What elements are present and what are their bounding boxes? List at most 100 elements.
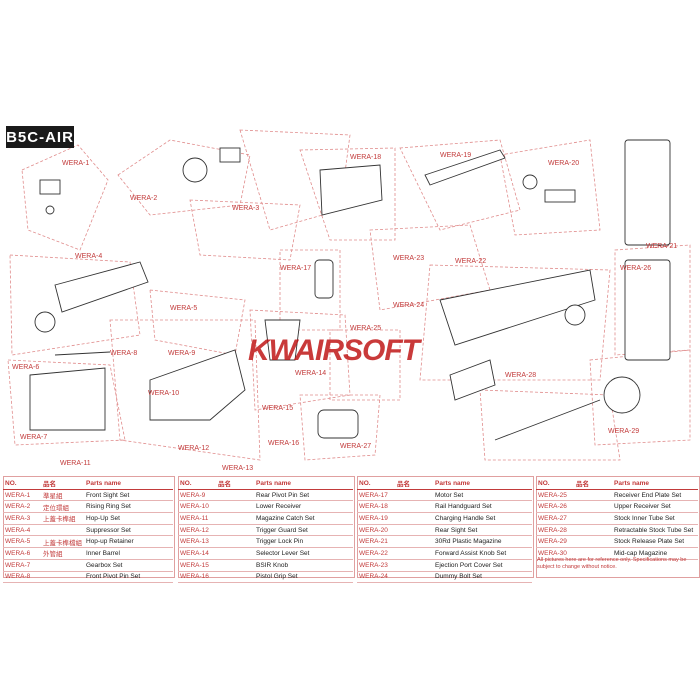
part-name: Hop-up Retainer bbox=[84, 535, 173, 549]
part-name: Retractable Stock Tube Set bbox=[612, 524, 698, 537]
section-label: WERA-26 bbox=[620, 265, 652, 272]
part-cn-name bbox=[574, 500, 612, 514]
part-cn-name bbox=[216, 512, 254, 525]
section-label: WERA-10 bbox=[148, 390, 180, 397]
section-label: WERA-16 bbox=[268, 440, 300, 447]
header-no: NO. bbox=[3, 478, 41, 490]
part-name: Motor Set bbox=[433, 489, 532, 502]
part-cn-name bbox=[395, 547, 433, 560]
part-name: Inner Barrel bbox=[84, 547, 173, 560]
section-label: WERA-8 bbox=[110, 350, 138, 357]
section-label: WERA-24 bbox=[393, 302, 425, 309]
part-code: WERA-14 bbox=[178, 547, 216, 560]
table-row: WERA-25 Receiver End Plate Set bbox=[536, 489, 698, 502]
table-row: WERA-8 Front Pivot Pin Set bbox=[3, 571, 173, 584]
part-name: Receiver End Plate Set bbox=[612, 489, 698, 502]
section-label: WERA-20 bbox=[548, 160, 580, 167]
part-code: WERA-23 bbox=[357, 559, 395, 572]
footnote: All pictures here are for reference only… bbox=[537, 557, 687, 570]
table-row: WERA-26 Upper Receiver Set bbox=[536, 500, 698, 514]
part-name: Mid-cap Magazine bbox=[612, 547, 698, 560]
section-label: WERA-28 bbox=[505, 372, 537, 379]
part-cn-name bbox=[395, 571, 433, 584]
part-cn-name bbox=[395, 489, 433, 502]
part-cn-name bbox=[395, 512, 433, 525]
part-cn-name bbox=[216, 571, 254, 584]
part-cn-name bbox=[574, 489, 612, 502]
part-name: BSIR Knob bbox=[254, 559, 353, 572]
part-name: Selector Lever Set bbox=[254, 547, 353, 560]
part-cn-name: 上蓋卡榫組 bbox=[41, 512, 84, 525]
part-cn-name bbox=[216, 547, 254, 560]
part-cn-name bbox=[395, 500, 433, 514]
part-name: Magazine Catch Set bbox=[254, 512, 353, 525]
header-name: Parts name bbox=[254, 478, 353, 490]
table-row: WERA-9 Rear Pivot Pin Set bbox=[178, 489, 353, 502]
part-code: WERA-19 bbox=[357, 512, 395, 525]
part-name: Upper Receiver Set bbox=[612, 500, 698, 514]
part-sketches bbox=[29, 139, 671, 441]
part-name: Suppressor Set bbox=[84, 524, 173, 537]
section-label: WERA-4 bbox=[75, 253, 103, 260]
part-name: Trigger Guard Set bbox=[254, 524, 353, 537]
section-label: WERA-2 bbox=[130, 195, 158, 202]
section-label: WERA-1 bbox=[62, 160, 90, 167]
section-label: WERA-14 bbox=[295, 370, 327, 377]
part-cn-name: 定位環組 bbox=[41, 500, 84, 514]
part-code: WERA-17 bbox=[357, 489, 395, 502]
parts-diagram-canvas bbox=[7, 129, 691, 461]
part-name: Front Pivot Pin Set bbox=[84, 571, 173, 584]
header-no: NO. bbox=[357, 478, 395, 490]
part-name: Ejection Port Cover Set bbox=[433, 559, 532, 572]
part-code: WERA-11 bbox=[178, 512, 216, 525]
section-label: WERA-15 bbox=[262, 405, 294, 412]
header-cn: 品名 bbox=[41, 478, 84, 490]
part-code: WERA-6 bbox=[3, 547, 41, 560]
part-name: Rear Pivot Pin Set bbox=[254, 489, 353, 502]
section-label: WERA-27 bbox=[340, 443, 372, 450]
section-label: WERA-3 bbox=[232, 205, 260, 212]
part-code: WERA-26 bbox=[536, 500, 574, 514]
part-name: Pistol Grip Set bbox=[254, 571, 353, 584]
section-label: WERA-9 bbox=[168, 350, 196, 357]
part-cn-name bbox=[574, 512, 612, 525]
section-label: WERA-25 bbox=[350, 325, 382, 332]
section-label: WERA-22 bbox=[455, 258, 487, 265]
part-code: WERA-4 bbox=[3, 524, 41, 537]
part-code: WERA-7 bbox=[3, 559, 41, 572]
part-code: WERA-25 bbox=[536, 489, 574, 502]
part-name: Rear Sight Set bbox=[433, 524, 532, 537]
part-code: WERA-18 bbox=[357, 500, 395, 514]
part-code: WERA-15 bbox=[178, 559, 216, 572]
part-code: WERA-2 bbox=[3, 500, 41, 514]
part-code: WERA-9 bbox=[178, 489, 216, 502]
part-name: Dummy Bolt Set bbox=[433, 571, 532, 584]
part-name: Front Sight Set bbox=[84, 489, 173, 502]
part-code: WERA-1 bbox=[3, 489, 41, 502]
table-row: WERA-23 Ejection Port Cover Set bbox=[357, 559, 532, 572]
part-name: Hop-Up Set bbox=[84, 512, 173, 525]
part-cn-name bbox=[395, 535, 433, 549]
part-code: WERA-8 bbox=[3, 571, 41, 584]
